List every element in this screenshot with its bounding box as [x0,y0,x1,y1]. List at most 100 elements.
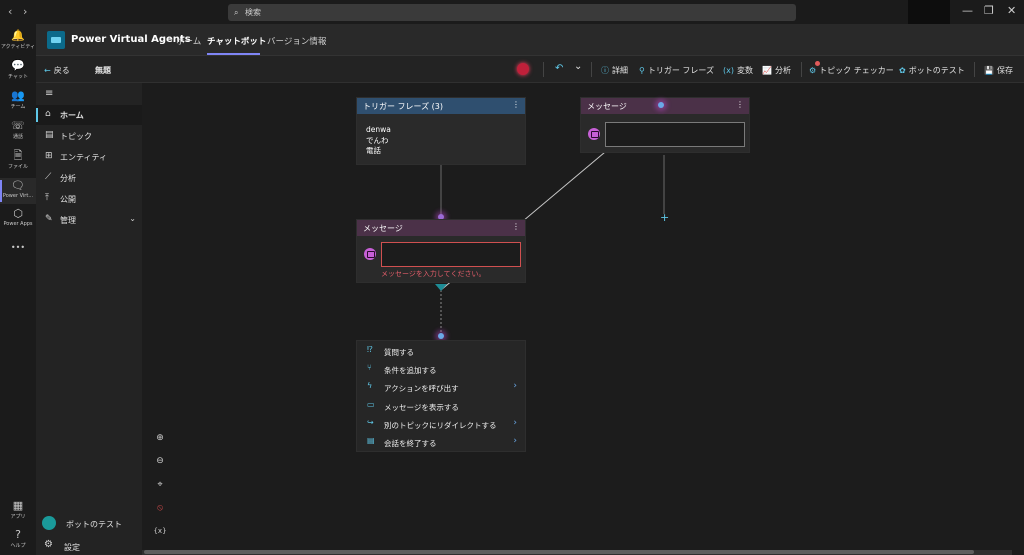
toolbar-divider [801,62,802,77]
toolbar-divider [974,62,975,77]
node-title: トリガー フレーズ (3) [363,102,444,111]
nav-label: エンティティ [60,153,108,162]
nav-item-analytics[interactable]: ⟋ 分析 [36,168,142,188]
message-text-input[interactable] [605,122,745,147]
rail-item-teams[interactable]: 👥 チーム [0,90,36,111]
topics-icon: ▤ [45,130,54,140]
connector-lines [435,104,665,335]
branch-icon: ⑂ [367,363,372,372]
bot-test-label: ボットのテスト [66,520,122,529]
validation-error: メッセージを入力してください。 [381,270,486,278]
maximize-icon[interactable]: ❐ [984,4,994,17]
rail-item-apps[interactable]: ▦ アプリ [0,500,36,521]
message-icon: ▭ [367,400,375,409]
menu-item-ask-question[interactable]: ⁉ 質問する [357,342,527,360]
more-options-icon[interactable]: ⋮ [512,100,520,109]
variable-icon[interactable]: {x} [153,527,167,535]
zoom-in-icon[interactable]: ⊕ [156,433,164,443]
rail-item-more[interactable]: ••• [0,242,36,254]
horizontal-scrollbar[interactable] [142,550,1012,555]
no-entry-icon[interactable]: ⦸ [157,503,163,513]
close-icon[interactable]: ✕ [1007,4,1017,17]
rail-label: チャット [8,74,28,80]
variables-label: 変数 [736,66,753,75]
rail-item-activity[interactable]: 🔔 アクティビティ [0,29,36,51]
nav-item-manage[interactable]: ✎ 管理 ⌄ [36,210,142,230]
pva-icon: 🗨 [11,179,25,192]
tab-chatbot[interactable]: チャットボット [207,37,267,47]
menu-label: 質問する [384,348,414,357]
app-header: Power Virtual Agents ホーム チャットボット バージョン情報 [36,24,1024,56]
forward-nav-icon[interactable]: › [23,5,28,18]
trigger-phrases-label: トリガー フレーズ [647,66,715,75]
zoom-out-icon[interactable]: ⊖ [156,456,164,466]
more-options-icon[interactable]: ⋮ [512,222,520,231]
minimize-icon[interactable]: — [962,4,973,17]
rail-item-files[interactable]: 🗎 ファイル [0,149,36,171]
back-nav-icon[interactable]: ‹ [8,5,13,18]
end-icon: ▤ [367,436,375,445]
tab-home[interactable]: ホーム [176,37,202,47]
topic-checker-button[interactable]: ⚙トピック チェッカー [809,65,894,76]
nav-item-topics[interactable]: ▤ トピック [36,126,142,146]
rail-item-chat[interactable]: 💬 チャット [0,60,36,81]
rail-item-power-virtual-agents[interactable]: 🗨 Power Virt... [0,178,36,204]
nav-label: 分析 [60,174,76,183]
bell-icon: 🔔 [11,29,25,42]
connector-handle[interactable] [438,214,444,220]
search-placeholder: 検索 [245,8,262,17]
analytics-button[interactable]: 📈分析 [762,65,791,76]
toolbar-divider [543,62,544,77]
nav-item-home[interactable]: ⌂ ホーム [36,105,142,125]
back-button[interactable]: ←戻る [44,65,70,76]
rail-item-help[interactable]: ? ヘルプ [0,529,36,550]
more-options-icon[interactable]: ⋮ [736,100,744,109]
hamburger-icon[interactable]: ≡ [45,88,54,99]
bot-test-button[interactable]: ボットのテスト [40,514,140,534]
tab-version-info[interactable]: バージョン情報 [267,37,327,47]
message-node[interactable]: メッセージ ⋮ メッセージを入力してください。 [356,219,526,283]
profile-avatar[interactable] [908,0,950,24]
menu-label: メッセージを表示する [384,403,459,412]
recenter-icon[interactable]: ⌖ [157,480,163,490]
message-node[interactable]: メッセージ ⋮ [580,97,750,153]
nav-item-publish[interactable]: ⤒ 公開 [36,189,142,209]
rail-item-calls[interactable]: ☏ 通話 [0,120,36,141]
variables-button[interactable]: (x)変数 [723,65,753,76]
node-title: メッセージ [587,102,627,111]
menu-label: 条件を追加する [384,366,437,375]
node-header: トリガー フレーズ (3) ⋮ [357,98,525,114]
add-node-icon[interactable]: + [660,211,670,224]
menu-item-end-conversation[interactable]: ▤ 会話を終了する › [357,433,527,451]
more-icon: ••• [10,243,26,252]
message-text-input[interactable] [381,242,521,267]
rail-label: アプリ [10,514,26,520]
authoring-canvas[interactable]: トリガー フレーズ (3) ⋮ denwa でんわ 電話 メッセージ ⋮ メッセ… [142,83,1024,555]
menu-item-show-message[interactable]: ▭ メッセージを表示する [357,397,527,415]
menu-item-redirect-topic[interactable]: ↪ 別のトピックにリダイレクトする › [357,415,527,433]
trigger-phrases-button[interactable]: ⚲トリガー フレーズ [639,65,714,76]
file-icon: 🗎 [13,149,23,162]
chevron-down-icon: ⌄ [129,214,136,223]
topic-name[interactable]: 無題 [95,66,111,75]
connector-handle[interactable] [658,102,664,108]
connector-handle[interactable] [438,333,444,339]
test-bot-button[interactable]: ✿ボットのテスト [899,65,965,76]
analytics-icon: ⟋ [45,172,52,182]
nav-label: トピック [60,132,92,141]
bug-icon[interactable] [517,63,529,75]
chevron-down-icon[interactable]: ⌄ [574,61,583,72]
back-arrow-icon: ← [44,66,51,75]
save-button[interactable]: 💾保存 [984,65,1013,76]
menu-item-add-condition[interactable]: ⑂ 条件を追加する [357,360,527,378]
bot-icon: ✿ [899,66,906,75]
trigger-phrases-node[interactable]: トリガー フレーズ (3) ⋮ denwa でんわ 電話 [356,97,526,165]
nav-item-entities[interactable]: ⊞ エンティティ [36,147,142,167]
settings-button[interactable]: ⚙ 設定 [40,537,140,555]
search-input[interactable]: ⌕ 検索 [228,4,796,21]
menu-item-call-action[interactable]: ϟ アクションを呼び出す › [357,378,527,396]
rail-item-power-apps[interactable]: ⬡ Power Apps [0,208,36,228]
scrollbar-thumb[interactable] [144,550,974,554]
undo-icon[interactable]: ↶ [555,63,564,74]
